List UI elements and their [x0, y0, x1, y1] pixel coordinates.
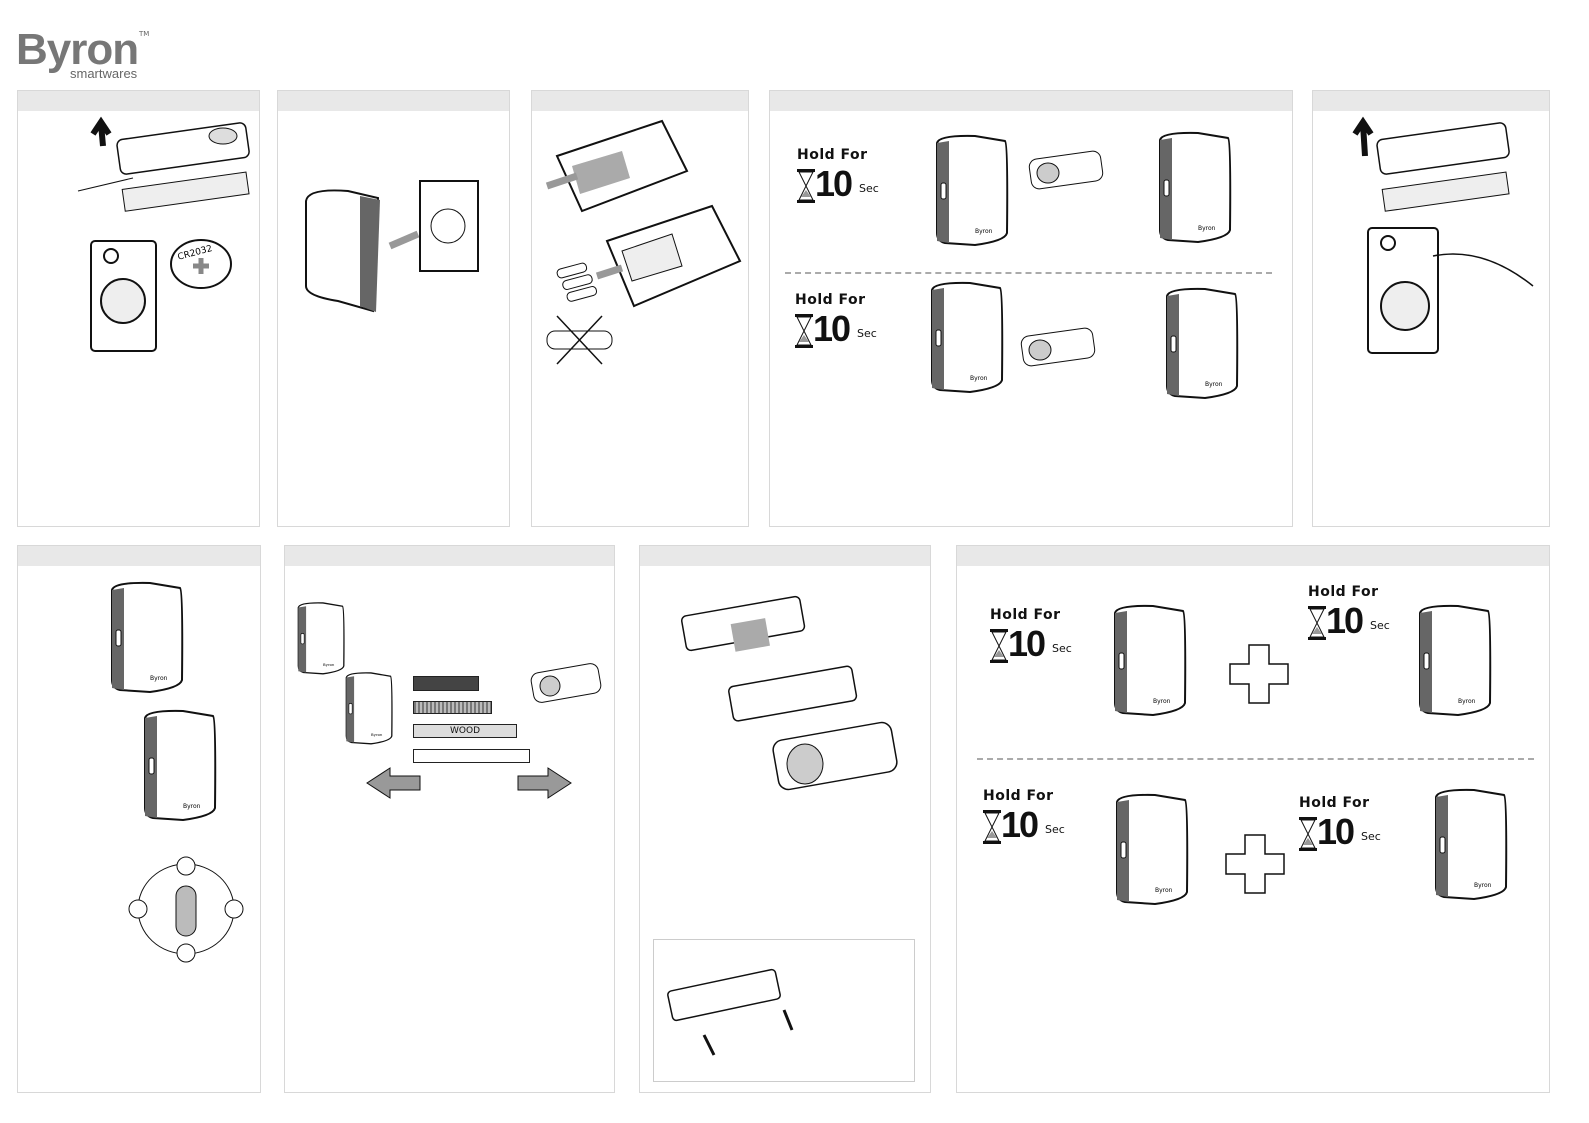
plus-icon	[1229, 644, 1289, 704]
seconds-value: 10	[815, 163, 853, 204]
hold-for-text: Hold For	[1299, 795, 1370, 811]
device-brand: Byron	[1153, 698, 1171, 705]
door-chime-illustration: Byron	[1434, 787, 1509, 906]
door-chime-illustration: Byron	[143, 708, 218, 827]
insert-batteries-illustration	[545, 119, 742, 365]
seconds-value: 10	[1326, 600, 1364, 641]
door-chime-illustration: Byron	[1113, 603, 1188, 722]
range-arrows	[366, 767, 572, 799]
sec-unit: Sec	[859, 182, 879, 195]
device-brand: Byron	[1155, 887, 1173, 894]
hourglass-icon	[983, 810, 1001, 844]
door-chime-illustration: Byron	[1165, 286, 1240, 405]
door-chime-illustration: Byron	[345, 671, 394, 748]
device-brand: Byron	[1474, 882, 1492, 889]
screw-mount-box	[653, 939, 915, 1082]
hold-for-text: Hold For	[795, 292, 866, 308]
volume-cycle-illustration	[128, 856, 244, 963]
sec-unit: Sec	[1045, 823, 1065, 836]
panel-plug-in	[277, 90, 510, 527]
device-brand: Byron	[1198, 225, 1216, 232]
device-brand: Byron	[975, 228, 993, 235]
push-button-illustration	[530, 663, 602, 703]
wood-bar: WOOD	[413, 724, 517, 738]
glass-bar	[413, 749, 530, 763]
door-chime-illustration: Byron	[935, 133, 1010, 252]
push-button-illustration	[1028, 150, 1104, 190]
hold-for-text: Hold For	[990, 607, 1061, 623]
battery-replace-illustration: CR2032	[77, 116, 250, 352]
sec-unit: Sec	[1361, 830, 1381, 843]
hold-for-text: Hold For	[797, 147, 868, 163]
panel-batteries	[531, 90, 749, 527]
push-reset-illustration	[1352, 116, 1534, 354]
hourglass-icon	[1308, 606, 1326, 640]
device-brand: Byron	[1205, 381, 1223, 388]
door-chime-illustration: Byron	[1418, 603, 1493, 722]
door-chime-illustration: Byron	[1158, 130, 1233, 249]
sec-unit: Sec	[1052, 642, 1072, 655]
metal-bar	[413, 676, 479, 691]
hourglass-icon	[797, 169, 815, 203]
device-brand: Byron	[371, 732, 383, 737]
device-brand: Byron	[323, 662, 335, 667]
door-chime-illustration: Byron	[297, 601, 346, 678]
panel-mounting	[639, 545, 931, 1093]
device-brand: Byron	[970, 375, 988, 382]
hourglass-icon	[990, 629, 1008, 663]
panel-battery-push: CR2032	[17, 90, 260, 527]
concrete-bar	[413, 701, 492, 714]
push-button-assembly-illustration	[681, 595, 898, 791]
panel-push-reset	[1312, 90, 1550, 527]
door-chime-illustration: Byron	[930, 280, 1005, 399]
plus-icon	[1225, 834, 1285, 894]
hourglass-icon	[795, 314, 813, 348]
hourglass-icon	[1299, 817, 1317, 851]
seconds-value: 10	[1317, 811, 1355, 852]
byron-logo: Byron smartwares TM	[16, 25, 150, 82]
seconds-value: 10	[1001, 804, 1039, 845]
hold-for-text: Hold For	[1308, 584, 1379, 600]
device-brand: Byron	[183, 803, 201, 810]
chime-plug-illustration	[305, 180, 479, 313]
push-button-illustration	[1020, 327, 1096, 367]
seconds-value: 10	[813, 308, 851, 349]
device-brand: Byron	[1458, 698, 1476, 705]
door-chime-illustration: Byron	[1115, 792, 1190, 911]
door-chime-illustration: Byron	[110, 580, 185, 699]
sec-unit: Sec	[857, 327, 877, 340]
seconds-value: 10	[1008, 623, 1046, 664]
hold-for-text: Hold For	[983, 788, 1054, 804]
device-brand: Byron	[150, 675, 168, 682]
sec-unit: Sec	[1370, 619, 1390, 632]
screw-mount-illustration	[667, 968, 794, 1056]
